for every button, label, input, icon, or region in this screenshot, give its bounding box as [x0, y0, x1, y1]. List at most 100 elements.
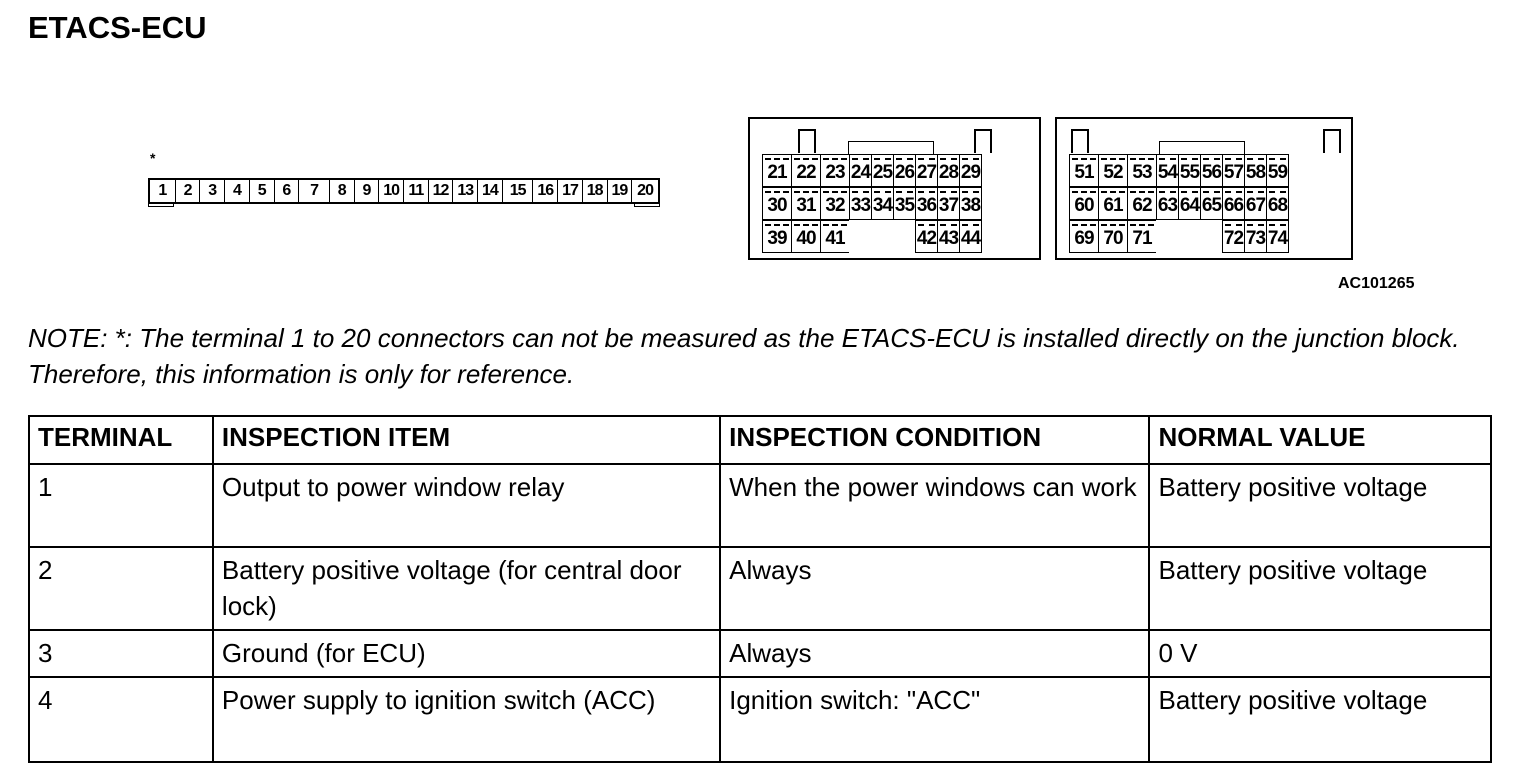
connector-latch — [798, 129, 816, 153]
terminal-22: 22 — [791, 154, 821, 187]
terminal-38: 38 — [959, 187, 982, 220]
cell-condition: Ignition switch: "ACC" — [719, 676, 1151, 763]
terminal-64: 64 — [1178, 187, 1201, 220]
terminal-63: 63 — [1156, 187, 1179, 220]
terminal-29: 29 — [959, 154, 982, 187]
terminal-59: 59 — [1266, 154, 1289, 187]
cell-value: Battery positive voltage — [1148, 676, 1492, 763]
table-header-row: TERMINAL INSPECTION ITEM INSPECTION COND… — [28, 415, 1492, 465]
terminal-71: 71 — [1127, 220, 1157, 253]
connector-rib — [1159, 141, 1245, 154]
connector-latch — [1071, 129, 1089, 153]
connector-foot — [148, 204, 174, 207]
terminal-42: 42 — [915, 220, 938, 253]
cell-condition: Always — [719, 629, 1151, 678]
terminal-68: 68 — [1266, 187, 1289, 220]
terminal-1: 1 — [150, 180, 176, 202]
terminal-11: 11 — [404, 180, 429, 202]
cell-terminal: 2 — [28, 546, 214, 631]
terminal-9: 9 — [355, 180, 380, 202]
terminal-4: 4 — [225, 180, 250, 202]
note-text: NOTE: *: The terminal 1 to 20 connectors… — [28, 323, 1460, 389]
cell-condition: Always — [719, 546, 1151, 631]
cell-item: Output to power window relay — [211, 463, 722, 548]
empty-slot — [871, 220, 894, 253]
terminal-16: 16 — [533, 180, 559, 202]
terminal-10: 10 — [379, 180, 404, 202]
terminal-8: 8 — [330, 180, 355, 202]
terminal-74: 74 — [1266, 220, 1289, 253]
connector-latch — [974, 129, 992, 153]
empty-slot — [893, 220, 916, 253]
figure-code: AC101265 — [1338, 275, 1415, 292]
terminal-34: 34 — [871, 187, 894, 220]
header-terminal: TERMINAL — [28, 415, 214, 465]
terminal-43: 43 — [937, 220, 960, 253]
terminal-72: 72 — [1222, 220, 1245, 253]
terminal-18: 18 — [583, 180, 608, 202]
terminal-14: 14 — [478, 180, 503, 202]
cell-terminal: 3 — [28, 629, 214, 678]
table-row: 3 Ground (for ECU) Always 0 V — [28, 629, 1492, 678]
terminal-39: 39 — [762, 220, 792, 253]
cell-value: Battery positive voltage — [1148, 463, 1492, 548]
terminal-70: 70 — [1098, 220, 1128, 253]
terminal-13: 13 — [453, 180, 479, 202]
asterisk-marker: * — [150, 150, 156, 166]
connector-rib — [848, 141, 934, 154]
terminal-26: 26 — [893, 154, 916, 187]
terminal-52: 52 — [1098, 154, 1128, 187]
terminal-73: 73 — [1244, 220, 1267, 253]
terminal-60: 60 — [1069, 187, 1099, 220]
cell-condition: When the power windows can work — [719, 463, 1151, 548]
cell-terminal: 1 — [28, 463, 214, 548]
table-row: 4 Power supply to ignition switch (ACC) … — [28, 676, 1492, 763]
terminal-31: 31 — [791, 187, 821, 220]
empty-slot — [1178, 220, 1201, 253]
terminal-69: 69 — [1069, 220, 1099, 253]
empty-slot — [1200, 220, 1223, 253]
terminal-66: 66 — [1222, 187, 1245, 220]
terminal-51: 51 — [1069, 154, 1099, 187]
empty-slot — [1156, 220, 1179, 253]
terminal-58: 58 — [1244, 154, 1267, 187]
terminal-6: 6 — [275, 180, 300, 202]
terminal-30: 30 — [762, 187, 792, 220]
terminal-33: 33 — [849, 187, 872, 220]
cell-value: Battery positive voltage — [1148, 546, 1492, 631]
terminal-15: 15 — [503, 180, 534, 202]
terminal-35: 35 — [893, 187, 916, 220]
terminal-24: 24 — [849, 154, 872, 187]
terminal-55: 55 — [1178, 154, 1201, 187]
terminal-12: 12 — [429, 180, 454, 202]
cell-item: Power supply to ignition switch (ACC) — [211, 676, 722, 763]
terminal-61: 61 — [1098, 187, 1128, 220]
terminal-56: 56 — [1200, 154, 1223, 187]
table-row: 2 Battery positive voltage (for central … — [28, 546, 1492, 631]
page-title: ETACS-ECU — [28, 10, 207, 45]
cell-item: Battery positive voltage (for central do… — [211, 546, 722, 631]
terminal-37: 37 — [937, 187, 960, 220]
terminal-25: 25 — [871, 154, 894, 187]
terminal-54: 54 — [1156, 154, 1179, 187]
terminal-23: 23 — [820, 154, 850, 187]
terminal-7: 7 — [299, 180, 330, 202]
terminal-5: 5 — [250, 180, 275, 202]
terminal-41: 41 — [820, 220, 850, 253]
header-inspection-condition: INSPECTION CONDITION — [719, 415, 1151, 465]
connector-latch — [1323, 129, 1341, 153]
terminal-53: 53 — [1127, 154, 1157, 187]
cell-item: Ground (for ECU) — [211, 629, 722, 678]
inspection-table: TERMINAL INSPECTION ITEM INSPECTION COND… — [28, 415, 1492, 763]
empty-slot — [849, 220, 872, 253]
terminal-62: 62 — [1127, 187, 1157, 220]
terminal-36: 36 — [915, 187, 938, 220]
connector-foot — [634, 204, 660, 207]
terminal-57: 57 — [1222, 154, 1245, 187]
